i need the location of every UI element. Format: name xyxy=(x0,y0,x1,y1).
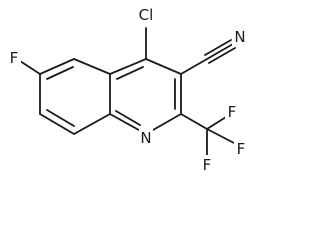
atom-nitrogen-ring-label: N xyxy=(140,129,151,147)
bond-c4a-c5 xyxy=(73,58,111,75)
atom-fluorine-ring-label: F xyxy=(10,49,19,67)
bond-c3-cn xyxy=(180,58,208,75)
chemical-structure: Cl F N N F F F xyxy=(9,6,246,174)
atom-nitrogen-nitrile-label: N xyxy=(234,28,245,46)
bond-nitrile-1 xyxy=(206,43,234,60)
bond-cf3-f-top xyxy=(206,116,227,130)
bond-n1-c8a-inner xyxy=(115,110,141,126)
bond-c5-c6-inner xyxy=(46,66,74,80)
bond-c7-c8 xyxy=(39,113,75,135)
atom-fluorine-top-label: F xyxy=(228,103,237,121)
bond-nitrile-2 xyxy=(204,39,232,56)
atom-fluorine-bottom-label: F xyxy=(203,156,212,174)
bond-nitrile-3 xyxy=(208,47,236,64)
bond-cf3-f-right xyxy=(206,128,235,144)
bond-c4a-c4-inner xyxy=(116,66,144,80)
bond-c7-c8-inner xyxy=(46,109,75,127)
bond-c4a-c4 xyxy=(109,58,147,75)
bond-c4-c3 xyxy=(145,58,182,75)
bond-c6-f xyxy=(19,60,41,75)
bond-c5-c6 xyxy=(39,58,75,75)
bond-c2-cf3 xyxy=(180,113,208,130)
bond-c8-c8a xyxy=(73,113,111,135)
atom-fluorine-right-label: F xyxy=(237,140,246,158)
atom-chlorine-label: Cl xyxy=(139,6,154,24)
